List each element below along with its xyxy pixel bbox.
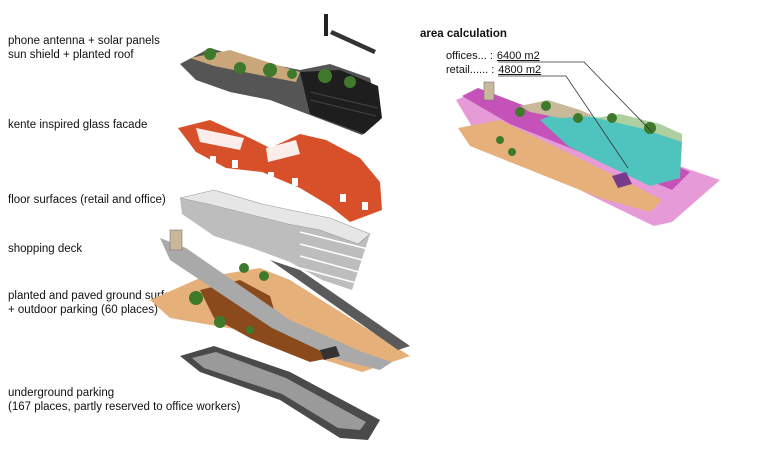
tree-icon: [318, 69, 332, 83]
facade-layer: [178, 120, 382, 222]
tree-icon: [239, 263, 249, 273]
planted-roof-strip: [520, 100, 594, 118]
tree-icon: [259, 271, 269, 281]
facade-opening: [196, 128, 244, 150]
tree-icon: [246, 326, 254, 334]
tree-icon: [214, 316, 226, 328]
roof-line: [309, 91, 379, 109]
area-row-offices-value: 6400 m2: [496, 50, 540, 62]
area-ground-tan: [458, 120, 662, 212]
facade-window: [268, 172, 274, 180]
deck-opening: [612, 172, 632, 188]
label-roof: phone antenna + solar panels sun shield …: [8, 34, 160, 62]
label-roof-line2: sun shield + planted roof: [8, 49, 134, 61]
facade-window: [210, 156, 216, 164]
tree-icon: [344, 76, 356, 88]
outdoor-parking-strip: [270, 260, 410, 350]
label-floors: floor surfaces (retail and office): [8, 193, 166, 207]
roof-layer: [180, 48, 382, 135]
label-roof-line1: phone antenna + solar panels: [8, 35, 160, 47]
label-deck-line1: shopping deck: [8, 243, 83, 255]
tree-icon: [508, 148, 516, 156]
roof-line: [309, 99, 377, 117]
floor-edge: [299, 231, 373, 251]
ground-layer: [150, 229, 410, 372]
label-ground-line2: + outdoor parking (60 places): [8, 304, 158, 316]
area-row-offices: offices... :6400 m2: [446, 50, 540, 62]
floor-surfaces-layer: [179, 189, 373, 290]
leader-line-retail: [498, 75, 629, 169]
tree-icon: [263, 63, 277, 77]
label-facade-line1: kente inspired glass facade: [8, 119, 148, 131]
tree-icon: [234, 62, 246, 74]
facade-window: [362, 202, 368, 210]
floor-edge: [299, 255, 367, 275]
tree-icon: [541, 101, 551, 111]
leader-line-offices: [498, 61, 653, 133]
floor-edge: [299, 267, 361, 285]
label-parking-line2: (167 places, partly reserved to office w…: [8, 401, 241, 413]
tree-icon: [287, 69, 297, 79]
facade-window: [340, 194, 346, 202]
floor-stack-side: [180, 190, 370, 290]
shopping-deck-ramp: [160, 238, 392, 370]
facade-opening: [266, 140, 300, 162]
tree-icon: [496, 136, 504, 144]
floor-plate-top: [179, 189, 371, 245]
antenna-icon: [324, 14, 376, 54]
deck-tower: [169, 229, 183, 251]
facade-window: [292, 178, 298, 186]
tree-icon: [607, 113, 617, 123]
area-calculation-title: area calculation: [420, 28, 507, 40]
area-row-offices-name: offices... :: [446, 50, 493, 62]
tree-icon: [189, 291, 203, 305]
label-floors-line1: floor surfaces (retail and office): [8, 194, 166, 206]
label-parking-line1: underground parking: [8, 387, 115, 399]
parking-aisle: [192, 352, 366, 430]
area-row-retail-name: retail...... :: [446, 64, 495, 76]
label-parking: underground parking (167 places, partly …: [8, 386, 240, 414]
area-row-retail-value: 4800 m2: [498, 64, 542, 76]
label-deck: shopping deck: [8, 242, 82, 256]
tree-icon: [644, 122, 656, 134]
planted-roof-strip: [596, 114, 682, 142]
tree-icon: [515, 107, 525, 117]
roof-black-volume: [300, 70, 382, 134]
deck-tower: [483, 81, 495, 101]
deck-opening: [320, 346, 340, 360]
area-row-retail: retail...... :4800 m2: [446, 64, 541, 76]
floor-edge: [299, 243, 371, 263]
label-ground: planted and paved ground surface + outdo…: [8, 289, 183, 317]
area-calculation-drawing: [456, 61, 720, 226]
tree-icon: [573, 113, 583, 123]
underground-parking-layer: [180, 346, 380, 440]
facade-window: [232, 160, 238, 168]
label-facade: kente inspired glass facade: [8, 118, 147, 132]
tree-icon: [204, 48, 216, 60]
label-ground-line1: planted and paved ground surface: [8, 290, 183, 302]
